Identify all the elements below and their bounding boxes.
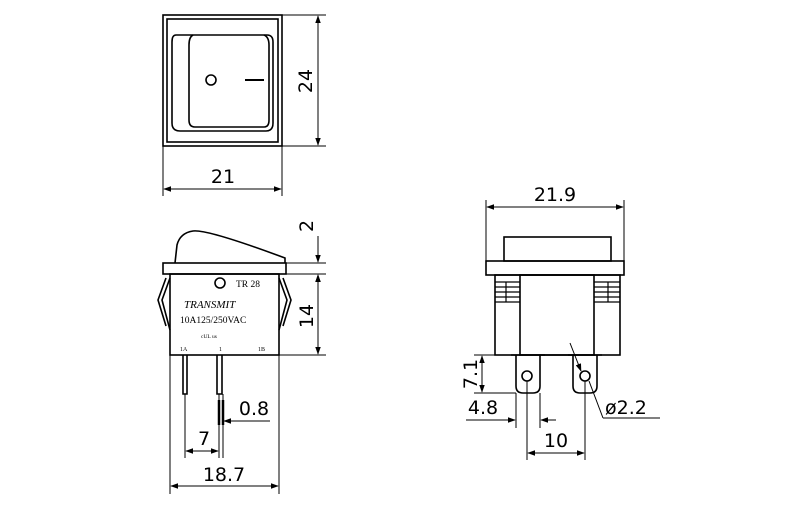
front-clip-left bbox=[495, 281, 520, 303]
dim-label-4.8: 4.8 bbox=[468, 397, 498, 419]
tab-hole-right bbox=[579, 370, 591, 382]
side-body bbox=[169, 273, 280, 356]
dim-pin-thickness bbox=[217, 394, 270, 458]
dim-label-7: 7 bbox=[198, 428, 210, 450]
body-cert: cUL us bbox=[201, 334, 217, 340]
dim-label-7.1: 7.1 bbox=[460, 359, 482, 389]
dim-top-width bbox=[162, 146, 283, 196]
dim-front-width bbox=[485, 200, 625, 261]
terminal-label-1a: 1A bbox=[180, 347, 188, 353]
top-bezel-outer bbox=[162, 14, 283, 147]
dim-label-10: 10 bbox=[544, 430, 568, 452]
side-clip-right-inner bbox=[282, 277, 292, 327]
dim-rocker-height bbox=[286, 236, 326, 300]
dim-label-21.9: 21.9 bbox=[534, 184, 576, 206]
body-model: TR 28 bbox=[236, 280, 260, 290]
rocker-face-inner bbox=[188, 34, 270, 128]
side-flange bbox=[162, 262, 287, 275]
top-view bbox=[162, 14, 283, 147]
dim-label-21: 21 bbox=[211, 166, 235, 188]
dim-tab-height bbox=[474, 354, 516, 394]
body-brand: TRANSMIT bbox=[184, 299, 236, 311]
dim-label-2.2: ø2.2 bbox=[605, 397, 647, 419]
rocker-face bbox=[171, 34, 274, 132]
dim-label-0.8: 0.8 bbox=[239, 398, 269, 420]
front-clip-right bbox=[594, 281, 620, 303]
dim-label-18.7: 18.7 bbox=[203, 464, 245, 486]
terminal-label-1: 1 bbox=[219, 347, 222, 353]
side-clip-left bbox=[161, 277, 171, 331]
pin-center bbox=[216, 355, 223, 395]
dim-hole-diameter bbox=[569, 342, 660, 419]
front-view bbox=[485, 236, 625, 394]
pin-left bbox=[182, 355, 188, 395]
front-flange bbox=[485, 260, 625, 276]
side-clip-left-inner bbox=[157, 277, 167, 327]
front-center-block bbox=[519, 274, 595, 356]
dim-overall-width bbox=[169, 355, 280, 494]
dim-tab-spacing bbox=[526, 381, 586, 460]
body-rating: 10A125/250VAC bbox=[180, 316, 246, 326]
tab-hole-left bbox=[521, 370, 533, 382]
side-view bbox=[157, 230, 292, 395]
dim-label-14: 14 bbox=[296, 304, 318, 328]
side-clip-right bbox=[278, 277, 288, 331]
terminal-label-1b: 1B bbox=[258, 347, 265, 353]
dim-top-height bbox=[282, 14, 326, 147]
dim-body-height bbox=[279, 274, 326, 356]
dim-tab-width bbox=[466, 393, 556, 428]
off-symbol-icon bbox=[205, 74, 217, 86]
dim-pin-offset bbox=[184, 394, 219, 458]
side-pivot bbox=[214, 277, 226, 289]
top-bezel-inner bbox=[166, 18, 279, 143]
side-rocker bbox=[174, 230, 286, 264]
tab-left bbox=[515, 355, 541, 394]
front-rocker bbox=[503, 236, 612, 262]
dim-label-24: 24 bbox=[295, 69, 317, 93]
dim-label-2: 2 bbox=[296, 220, 318, 232]
